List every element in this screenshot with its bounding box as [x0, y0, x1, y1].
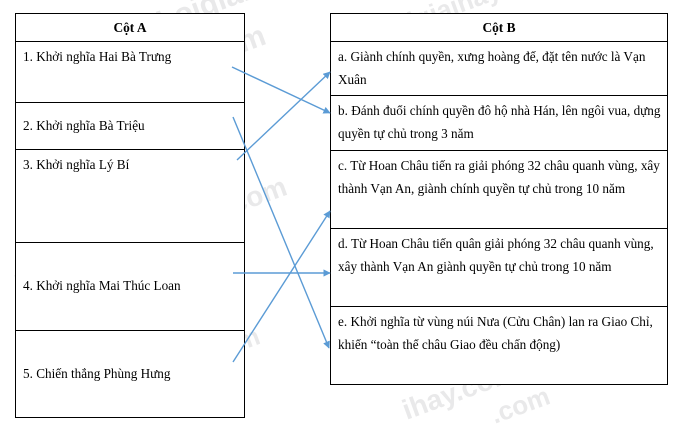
table-row: 1. Khởi nghĩa Hai Bà Trưng — [15, 41, 245, 103]
match-arrow-1-to-b[interactable] — [231, 66, 331, 114]
table-row: 3. Khởi nghĩa Lý Bí — [15, 149, 245, 243]
column-a-table: Cột A 1. Khởi nghĩa Hai Bà Trưng 2. Khởi… — [15, 13, 245, 418]
column-b-item-a[interactable]: a. Giành chính quyền, xưng hoàng đế, đặt… — [330, 40, 668, 97]
arrow-group — [231, 66, 331, 363]
column-b-item-b[interactable]: b. Đánh đuổi chính quyền đô hộ nhà Hán, … — [330, 95, 668, 151]
column-b-item-c[interactable]: c. Từ Hoan Châu tiến ra giải phóng 32 ch… — [330, 149, 668, 229]
column-b-item-e[interactable]: e. Khởi nghĩa từ vùng núi Nưa (Cửu Chân)… — [330, 305, 668, 385]
column-a-header: Cột A — [15, 13, 245, 42]
column-a-item-2[interactable]: 2. Khởi nghĩa Bà Triệu — [15, 102, 245, 150]
table-row: Cột B — [330, 13, 668, 42]
table-row: 2. Khởi nghĩa Bà Triệu — [15, 102, 245, 150]
column-a-item-1[interactable]: 1. Khởi nghĩa Hai Bà Trưng — [15, 41, 245, 103]
table-row: 4. Khởi nghĩa Mai Thúc Loan — [15, 242, 245, 331]
table-row: 5. Chiến thắng Phùng Hưng — [15, 330, 245, 418]
table-row: c. Từ Hoan Châu tiến ra giải phóng 32 ch… — [330, 149, 668, 229]
column-a-item-5[interactable]: 5. Chiến thắng Phùng Hưng — [15, 330, 245, 418]
column-b-header: Cột B — [330, 13, 668, 42]
table-row: Cột A — [15, 13, 245, 42]
match-arrow-3-to-a[interactable] — [236, 71, 331, 161]
table-row: b. Đánh đuổi chính quyền đô hộ nhà Hán, … — [330, 95, 668, 151]
watermark-text: .com — [486, 380, 554, 425]
column-b-table: Cột B a. Giành chính quyền, xưng hoàng đ… — [330, 13, 668, 385]
column-a-item-4[interactable]: 4. Khởi nghĩa Mai Thúc Loan — [15, 242, 245, 331]
match-arrow-5-to-c[interactable] — [232, 210, 331, 363]
column-b-item-d[interactable]: d. Từ Hoan Châu tiến quân giải phóng 32 … — [330, 227, 668, 307]
table-row: e. Khởi nghĩa từ vùng núi Nưa (Cửu Chân)… — [330, 305, 668, 385]
column-a-item-3[interactable]: 3. Khởi nghĩa Lý Bí — [15, 149, 245, 243]
table-row: a. Giành chính quyền, xưng hoàng đế, đặt… — [330, 40, 668, 97]
match-arrow-2-to-e[interactable] — [232, 116, 330, 349]
table-row: d. Từ Hoan Châu tiến quân giải phóng 32 … — [330, 227, 668, 307]
